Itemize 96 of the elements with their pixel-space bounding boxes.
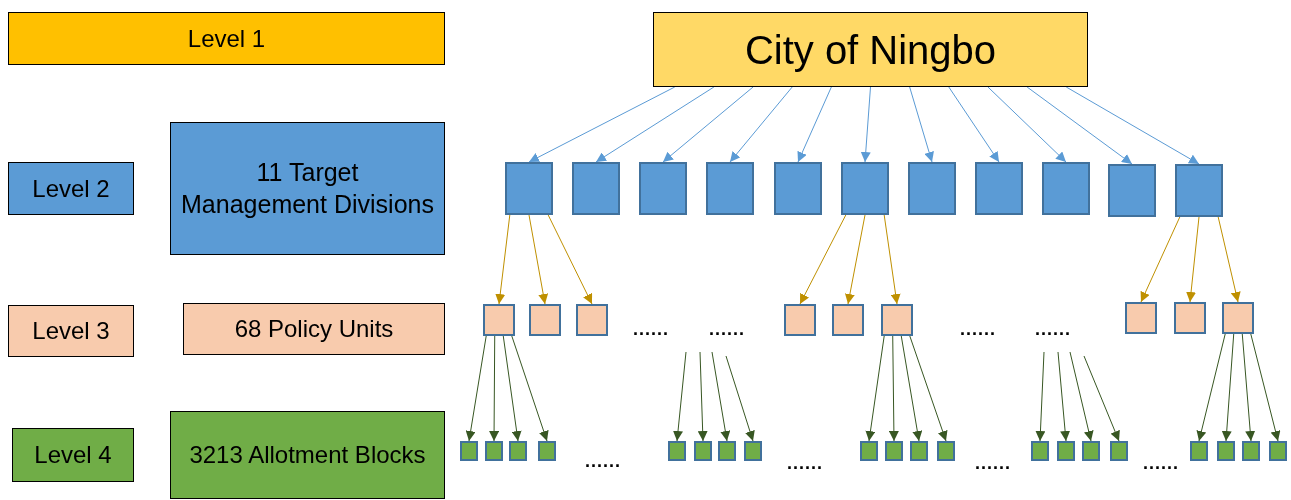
allotment-block-box <box>1031 441 1049 461</box>
level-box: Level 4 <box>12 428 134 482</box>
division-box <box>505 162 553 215</box>
arrow <box>725 355 755 442</box>
division-box <box>639 162 687 215</box>
arrow <box>1221 333 1235 442</box>
arrow <box>495 214 511 305</box>
allotment-block-box <box>744 441 762 461</box>
allotment-block-box <box>885 441 903 461</box>
arrow <box>799 214 847 305</box>
allotment-block-box <box>1217 441 1235 461</box>
arrow <box>1035 351 1046 442</box>
division-box <box>1175 164 1223 217</box>
allotment-block-box <box>937 441 955 461</box>
ellipsis-dots: ...... <box>960 320 996 338</box>
arrow <box>595 86 715 163</box>
arrow <box>909 335 948 442</box>
arrow <box>1196 333 1226 442</box>
allotment-block-box <box>1057 441 1075 461</box>
arrow <box>673 351 687 442</box>
arrow <box>489 335 500 442</box>
ellipsis-dots: ...... <box>709 320 745 338</box>
policy-unit-box <box>832 304 864 336</box>
arrow <box>860 86 871 163</box>
arrow <box>909 86 934 163</box>
division-box <box>1108 164 1156 217</box>
allotment-block-box <box>718 441 736 461</box>
arrow <box>662 86 754 163</box>
arrow <box>1186 216 1200 303</box>
arrow <box>1065 86 1200 165</box>
division-box <box>975 162 1023 215</box>
policy-unit-box <box>881 304 913 336</box>
arrow <box>1241 333 1256 442</box>
allotment-block-box <box>538 441 556 461</box>
policy-unit-box <box>1174 302 1206 334</box>
arrow <box>865 335 885 442</box>
policy-unit-box <box>576 304 608 336</box>
arrow <box>1069 351 1094 442</box>
allotment-block-box <box>1110 441 1128 461</box>
ellipsis-dots: ...... <box>1035 320 1071 338</box>
allotment-block-box <box>1190 441 1208 461</box>
division-box <box>841 162 889 215</box>
arrow <box>511 335 549 442</box>
arrow <box>711 351 731 442</box>
city-box: City of Ningbo <box>653 12 1088 87</box>
arrow <box>987 86 1067 163</box>
policy-unit-box <box>784 304 816 336</box>
ellipsis-dots: ...... <box>975 454 1011 472</box>
arrow <box>1026 86 1133 165</box>
arrow <box>1250 333 1281 442</box>
arrow <box>883 214 901 305</box>
count-box: 11 Target Management Divisions <box>170 122 445 255</box>
level-box: Level 2 <box>8 162 134 215</box>
level-box: Level 3 <box>8 305 134 357</box>
allotment-block-box <box>860 441 878 461</box>
arrow <box>547 214 593 305</box>
arrow <box>528 214 549 305</box>
allotment-block-box <box>1269 441 1287 461</box>
division-box <box>572 162 620 215</box>
division-box <box>706 162 754 215</box>
allotment-block-box <box>460 441 478 461</box>
ellipsis-dots: ...... <box>585 452 621 470</box>
arrow <box>797 86 832 163</box>
arrow <box>1140 216 1181 303</box>
allotment-block-box <box>668 441 686 461</box>
arrow <box>888 335 899 442</box>
allotment-block-box <box>910 441 928 461</box>
arrow <box>948 86 1000 163</box>
allotment-block-box <box>485 441 503 461</box>
division-box <box>1042 162 1090 215</box>
policy-unit-box <box>483 304 515 336</box>
arrow <box>1057 351 1071 442</box>
policy-unit-box <box>529 304 561 336</box>
count-box: 3213 Allotment Blocks <box>170 411 445 499</box>
policy-unit-box <box>1125 302 1157 334</box>
arrow <box>729 86 793 163</box>
allotment-block-box <box>509 441 527 461</box>
division-box <box>774 162 822 215</box>
allotment-block-box <box>694 441 712 461</box>
arrow <box>844 214 866 305</box>
policy-unit-box <box>1222 302 1254 334</box>
arrow <box>528 86 676 163</box>
count-box: 68 Policy Units <box>183 303 445 355</box>
arrow <box>900 335 923 442</box>
arrow <box>697 351 708 442</box>
ellipsis-dots: ...... <box>1143 454 1179 472</box>
allotment-block-box <box>1082 441 1100 461</box>
level-box: Level 1 <box>8 12 445 65</box>
arrow <box>465 335 487 442</box>
division-box <box>908 162 956 215</box>
arrow <box>1217 216 1241 303</box>
allotment-block-box <box>1242 441 1260 461</box>
ellipsis-dots: ...... <box>787 454 823 472</box>
arrow <box>1083 355 1120 442</box>
ellipsis-dots: ...... <box>633 320 669 338</box>
arrow <box>502 335 522 442</box>
